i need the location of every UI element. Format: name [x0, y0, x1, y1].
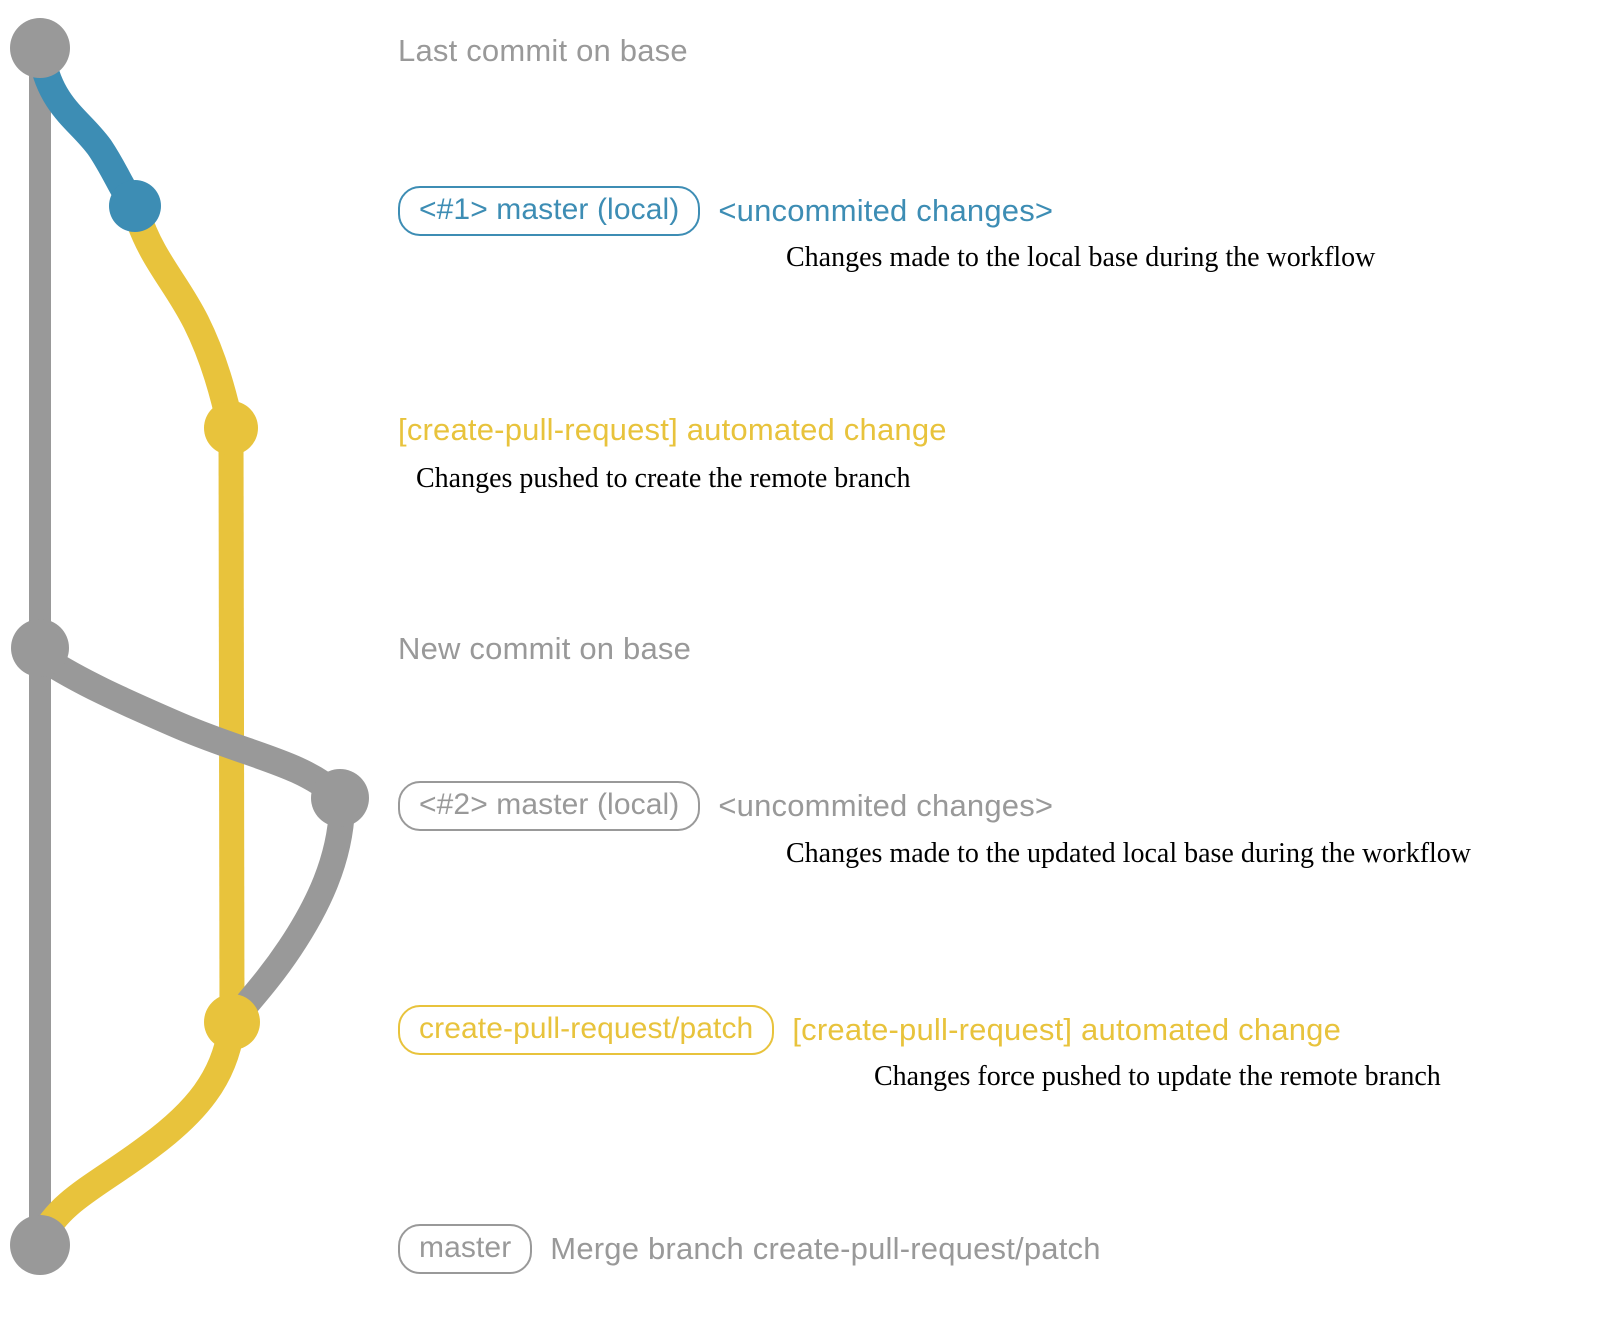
- commit-subject-automated-change-1: [create-pull-request] automated change: [398, 412, 947, 447]
- commit-subject-master-local-1: <uncommited changes>: [718, 193, 1054, 228]
- branch-badge-master-local-2[interactable]: <#2> master (local): [398, 781, 701, 831]
- branch-badge-create-pull-request-patch[interactable]: create-pull-request/patch: [398, 1005, 775, 1055]
- gray-branch-line-out: [29, 644, 352, 810]
- local-changes-2-node: [311, 769, 369, 827]
- row-merge-commit: master Merge branch create-pull-request/…: [398, 1224, 1101, 1274]
- commit-subject-new-commit-on-base: New commit on base: [398, 631, 692, 666]
- branch-badge-master[interactable]: master: [398, 1224, 533, 1274]
- row-automated-change-2: create-pull-request/patch [create-pull-r…: [398, 1005, 1341, 1055]
- new-base-commit-node: [11, 619, 69, 677]
- patch-commit-2-node: [204, 994, 260, 1050]
- commit-description-automated-change-2: Changes force pushed to update the remot…: [874, 1061, 1441, 1092]
- row-new-commit-on-base: New commit on base: [398, 631, 691, 667]
- commit-description-automated-change-1: Changes pushed to create the remote bran…: [416, 463, 911, 494]
- commit-subject-master-local-2: <uncommited changes>: [718, 788, 1054, 823]
- commit-subject-merge-commit: Merge branch create-pull-request/patch: [550, 1231, 1101, 1266]
- yellow-merge-line: [28, 1016, 245, 1252]
- branch-badge-master-local-1[interactable]: <#1> master (local): [398, 186, 701, 236]
- commit-description-master-local-1: Changes made to the local base during th…: [786, 242, 1376, 273]
- row-master-local-2: <#2> master (local) <uncommited changes>: [398, 781, 1053, 831]
- row-master-local-1: <#1> master (local) <uncommited changes>: [398, 186, 1053, 236]
- yellow-trunk-line: [218, 427, 245, 1023]
- commit-graph: [10, 18, 369, 1275]
- base-head-node: [10, 18, 70, 78]
- commit-description-master-local-2: Changes made to the updated local base d…: [786, 838, 1472, 869]
- commit-subject-last-commit-on-base: Last commit on base: [398, 33, 688, 68]
- yellow-branch-line-1: [123, 200, 245, 442]
- patch-commit-1-node: [204, 401, 258, 455]
- merge-commit-node: [10, 1215, 70, 1275]
- local-changes-1-node: [109, 180, 161, 232]
- commit-subject-automated-change-2: [create-pull-request] automated change: [792, 1012, 1342, 1047]
- row-automated-change-1: [create-pull-request] automated change: [398, 412, 947, 448]
- row-last-commit-on-base: Last commit on base: [398, 33, 688, 69]
